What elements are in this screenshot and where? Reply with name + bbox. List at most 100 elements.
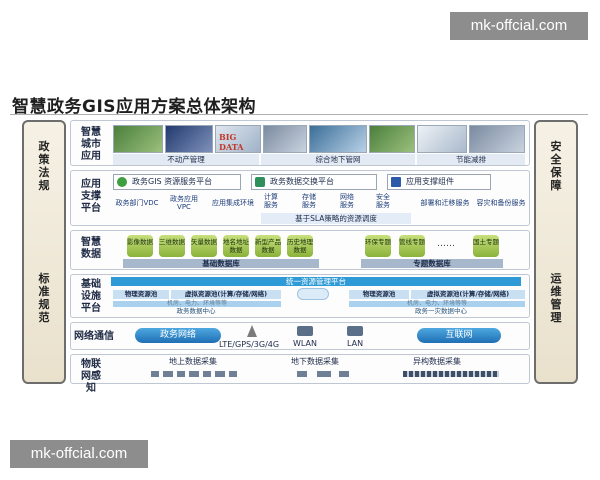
platform-gis: 政务GIS 资源服务平台	[113, 174, 241, 190]
layer-data-label: 智慧数据	[74, 237, 108, 261]
side-panel-right: 安全保障 运维管理	[534, 120, 578, 384]
side-left-bottom-text: 标准规范	[24, 272, 64, 324]
network-gov: 政务网络	[135, 328, 221, 343]
pool-physical-right: 物理资源池	[349, 290, 409, 299]
side-right-top-label: 安全保障	[550, 140, 562, 192]
watermark-bottom: mk-offcial.com	[10, 440, 148, 468]
device-icon	[151, 371, 159, 377]
network-lan: LAN	[347, 339, 364, 348]
side-panel-left: 政策法规 标准规范	[22, 120, 66, 384]
layer-support: 应用支撑平台 政务GIS 资源服务平台 政务数据交换平台 应用支撑组件 政务部门…	[70, 170, 530, 226]
layer-iot-label: 物联网感知	[74, 359, 108, 395]
cloud-icon	[297, 288, 329, 300]
db-land-topic: 国土专题	[473, 235, 499, 257]
device-icon	[189, 371, 199, 377]
service-security: 安全服务	[376, 193, 390, 209]
layer-support-label: 应用支撑平台	[74, 179, 108, 215]
pool-virtual-left: 虚拟资源池(计算/存储/网络)	[171, 290, 281, 299]
pool-physical-left: 物理资源池	[113, 290, 169, 299]
page-title: 智慧政务GIS应用方案总体架构	[12, 97, 257, 117]
service-vdc: 政务部门VDC	[115, 199, 159, 207]
device-icon	[339, 371, 349, 377]
db-ellipsis: ……	[437, 239, 455, 249]
side-left-top-label: 政策法规	[38, 140, 50, 192]
side-right-bottom-label: 运维管理	[550, 272, 562, 324]
bigdata-text: BIG DATA	[219, 132, 244, 152]
device-icon	[297, 371, 307, 377]
layer-infra: 基础设施平台 统一资源管理平台 物理资源池 虚拟资源池(计算/存储/网络) 物理…	[70, 274, 530, 318]
side-left-bottom-label: 标准规范	[38, 272, 50, 324]
app-label-realestate: 不动产管理	[113, 154, 259, 165]
db-imagery: 影像数据	[127, 235, 153, 257]
sla-scheduling: 基于SLA策略的资源调度	[261, 213, 411, 224]
lan-icon	[347, 326, 363, 336]
layer-iot-label-text: 物联网感知	[81, 359, 101, 394]
data-center-left: 政务数据中心	[176, 307, 216, 315]
facility-left: 机房、电力、环境等等	[113, 301, 281, 307]
network-mobile: LTE/GPS/3G/4G	[219, 340, 280, 349]
unified-resource-platform: 统一资源管理平台	[111, 277, 521, 286]
app-label-energy: 节能减排	[417, 154, 525, 165]
app-tile-8	[469, 125, 525, 153]
layer-data: 智慧数据 影像数据 三维数据 矢量数据 地名地址数据 新型产品数据 历史地理数据…	[70, 230, 530, 270]
service-storage: 存储服务	[302, 193, 316, 209]
device-icon	[177, 371, 185, 377]
device-icon	[215, 371, 225, 377]
app-tile-7	[417, 125, 467, 153]
device-icon	[163, 371, 173, 377]
server-rack-icon	[403, 371, 499, 377]
side-right-top-text: 安全保障	[536, 140, 576, 192]
layer-smart-city: 智慧城市应用 BIG DATA 不动产管理 综合地下管网 节能减排	[70, 120, 530, 166]
side-right-bottom-text: 运维管理	[536, 272, 576, 324]
layer-network-label: 网络通信	[74, 331, 114, 342]
app-tile-4	[263, 125, 307, 153]
globe-icon	[117, 177, 127, 187]
layer-iot: 物联网感知 地上数据采集 地下数据采集 异构数据采集	[70, 354, 530, 394]
iot-underground: 地下数据采集	[291, 357, 339, 366]
platform-exchange: 政务数据交换平台	[251, 174, 377, 190]
app-tile-1	[113, 125, 163, 153]
service-deploy: 部署和迁移服务	[420, 199, 470, 207]
side-left-top-text: 政策法规	[24, 140, 64, 192]
iot-ground: 地上数据采集	[169, 357, 217, 366]
db-vector: 矢量数据	[191, 235, 217, 257]
service-integration: 应用集成环境	[212, 199, 254, 207]
layer-support-label-text: 应用支撑平台	[81, 179, 101, 214]
network-wlan: WLAN	[293, 339, 318, 348]
db-3d: 三维数据	[159, 235, 185, 257]
tower-icon	[247, 325, 257, 337]
component-icon	[391, 177, 401, 187]
service-network: 网络服务	[340, 193, 354, 209]
special-database-label: 专题数据库	[361, 259, 503, 268]
platform-components: 应用支撑组件	[387, 174, 491, 190]
app-label-pipeline: 综合地下管网	[261, 154, 415, 165]
platform-exchange-label: 政务数据交换平台	[270, 177, 334, 186]
service-backup: 容灾和备份服务	[476, 199, 526, 207]
layer-smart-city-label: 智慧城市应用	[74, 127, 108, 163]
app-tile-5	[309, 125, 367, 153]
app-tile-2	[165, 125, 213, 153]
title-divider	[10, 114, 588, 115]
device-icon	[229, 371, 237, 377]
platform-components-label: 应用支撑组件	[406, 177, 454, 186]
layer-data-label-text: 智慧数据	[81, 237, 101, 260]
iot-heterogeneous: 异构数据采集	[413, 357, 461, 366]
service-compute: 计算服务	[264, 193, 278, 209]
wlan-icon	[297, 326, 313, 336]
pool-virtual-right: 虚拟资源池(计算/存储/网络)	[411, 290, 525, 299]
facility-right: 机房、电力、环境等等	[349, 301, 525, 307]
db-address: 地名地址数据	[223, 235, 249, 257]
platform-gis-label: 政务GIS 资源服务平台	[132, 177, 213, 186]
network-internet: 互联网	[417, 328, 501, 343]
layer-infra-label: 基础设施平台	[74, 279, 108, 315]
data-center-right: 政务一灾数据中心	[415, 307, 467, 315]
architecture-main: 智慧城市应用 BIG DATA 不动产管理 综合地下管网 节能减排 应用支撑平台…	[70, 120, 530, 394]
db-pipeline-topic: 管线专题	[399, 235, 425, 257]
app-tile-6	[369, 125, 415, 153]
app-tile-bigdata: BIG DATA	[215, 125, 261, 153]
db-new-products: 新型产品数据	[255, 235, 281, 257]
device-icon	[203, 371, 211, 377]
base-database-label: 基础数据库	[123, 259, 319, 268]
layer-network: 网络通信 政务网络 LTE/GPS/3G/4G WLAN LAN 互联网	[70, 322, 530, 350]
watermark-top: mk-offcial.com	[450, 12, 588, 40]
